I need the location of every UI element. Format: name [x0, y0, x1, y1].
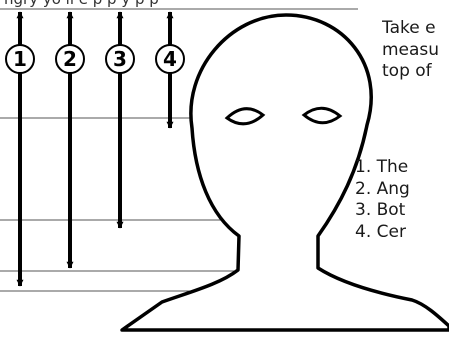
intro-paragraph: Take e measu top of: [382, 18, 449, 83]
step-item: 1. The: [355, 157, 409, 177]
svg-text:2: 2: [63, 47, 77, 71]
head-outline: [120, 13, 449, 332]
intro-line: Take e: [382, 18, 436, 38]
svg-text:1: 1: [13, 47, 27, 71]
right-eye: [301, 106, 343, 125]
top-cropped-text: ngry yo ll e p p y p p: [4, 0, 159, 8]
intro-line: top of: [382, 61, 432, 81]
step-item: 2. Ang: [355, 178, 410, 199]
marker-4: 4: [155, 44, 185, 74]
eyes: [224, 106, 343, 126]
intro-line: measu: [382, 39, 440, 60]
step-item: 3. Bot: [355, 200, 406, 220]
marker-3: 3: [105, 44, 135, 74]
marker-2: 2: [55, 44, 85, 74]
left-eye: [224, 107, 266, 126]
svg-text:3: 3: [113, 47, 127, 71]
step-item: 4. Cer: [355, 221, 406, 242]
steps-list: 1. The 2. Ang 3. Bot 4. Cer: [355, 157, 449, 243]
svg-text:4: 4: [163, 47, 177, 71]
marker-1: 1: [5, 44, 35, 74]
measurement-arrows: [16, 11, 174, 287]
